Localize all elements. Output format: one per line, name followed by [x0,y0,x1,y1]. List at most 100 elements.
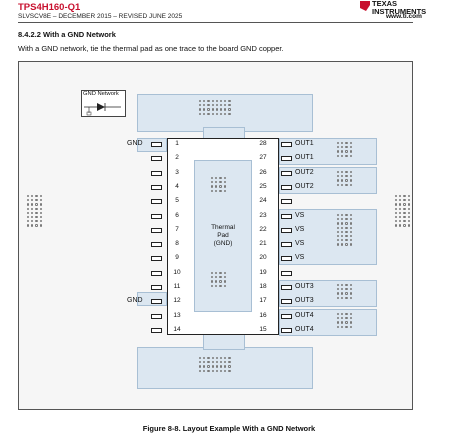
via-dot [399,224,402,227]
via-dot [337,239,340,242]
via-dot [219,100,223,103]
via-dot [219,357,223,360]
via-dot [228,112,231,115]
via-dot [349,325,352,328]
via-dot [345,142,348,145]
out2-copper [279,167,377,194]
via-dot [31,207,34,210]
via-dot [228,108,231,111]
via-dot [215,100,218,103]
via-dot [27,207,30,210]
via-dot [207,369,210,372]
right-pin-22-label: VS [295,225,305,233]
via-dot [337,325,340,328]
via-dot [399,215,402,219]
gnd-network-diode-icon [84,103,121,116]
via-dot [349,226,352,229]
via-dot [337,175,340,178]
via-dot [341,146,344,149]
via-dot [228,361,231,364]
right-pin-22-number: 22 [259,225,267,233]
right-pin-19-shape [281,270,292,276]
via-dot [337,288,340,291]
via-dot [35,207,38,210]
via-dot [219,177,222,180]
via-dot [341,321,344,324]
via-dot [215,112,218,115]
via-dot [337,317,340,320]
vs-copper [279,209,377,265]
via-dot [345,313,348,316]
via-dot [349,218,352,221]
header-divider [18,22,413,23]
document-revision: SLVSCV8E – DECEMBER 2015 – REVISED JUNE … [18,13,183,20]
via-dot [39,211,42,214]
left-pin-3-shape [151,170,162,176]
thermal-pad [194,160,252,312]
via-dot [35,215,38,219]
via-dot [403,220,406,223]
via-dot [399,199,402,202]
via-dot [31,220,34,223]
via-dot [35,195,38,198]
out4-copper [279,309,377,336]
right-pin-15-label: OUT4 [295,325,314,333]
via-dot [341,317,344,320]
via-dot [215,280,218,283]
via-dot [337,292,340,295]
via-dot [207,357,210,360]
via-dot [211,365,214,368]
via-dot [223,177,226,180]
left-pin-12-shape [151,299,162,305]
brand-url[interactable]: www.ti.com [386,13,422,20]
via-dot [31,199,34,202]
via-dot [219,284,222,287]
via-dot [341,175,344,178]
via-dot [215,181,218,184]
via-dot [407,207,410,210]
brand-name: TEXAS INSTRUMENTS [372,0,426,16]
via-dot [349,171,352,174]
via-dot [349,288,352,291]
via-dot [224,369,227,372]
left-pin-1-shape [151,142,162,147]
via-dot [395,195,398,198]
out2-vias [337,171,352,186]
left-pin-4-number: 4 [175,182,179,190]
via-dot [345,288,348,291]
figure-caption: Figure 8-8. Layout Example With a GND Ne… [142,424,316,433]
via-dot [337,234,340,238]
via-dot [345,214,348,217]
via-dot [345,222,348,225]
right-pin-25-label: OUT2 [295,182,314,190]
right-pin-24-shape [281,199,292,205]
via-dot [39,215,42,219]
via-dot [399,207,402,210]
right-pin-17-shape [281,299,292,305]
right-pin-20-number: 20 [259,254,267,262]
via-dot [337,171,340,174]
via-dot [395,199,398,202]
right-pin-15-number: 15 [259,325,267,333]
via-dot [27,224,30,227]
via-dot [199,369,202,372]
via-dot [224,357,227,360]
out1-copper [279,138,377,165]
via-dot [341,179,344,182]
via-dot [407,220,410,223]
via-dot [341,142,344,145]
via-dot [341,239,344,242]
via-dot [341,214,344,217]
via-dot [399,211,402,214]
via-dot [39,224,42,227]
via-dot [349,234,352,238]
via-dot [199,104,202,107]
via-dot [35,203,38,206]
via-dot [399,195,402,198]
via-dot [337,183,340,186]
section-body-text: With a GND network, tie the thermal pad … [18,44,284,53]
via-dot [345,218,348,221]
via-dot [219,108,223,111]
via-dot [219,272,222,275]
via-dot [215,365,218,368]
